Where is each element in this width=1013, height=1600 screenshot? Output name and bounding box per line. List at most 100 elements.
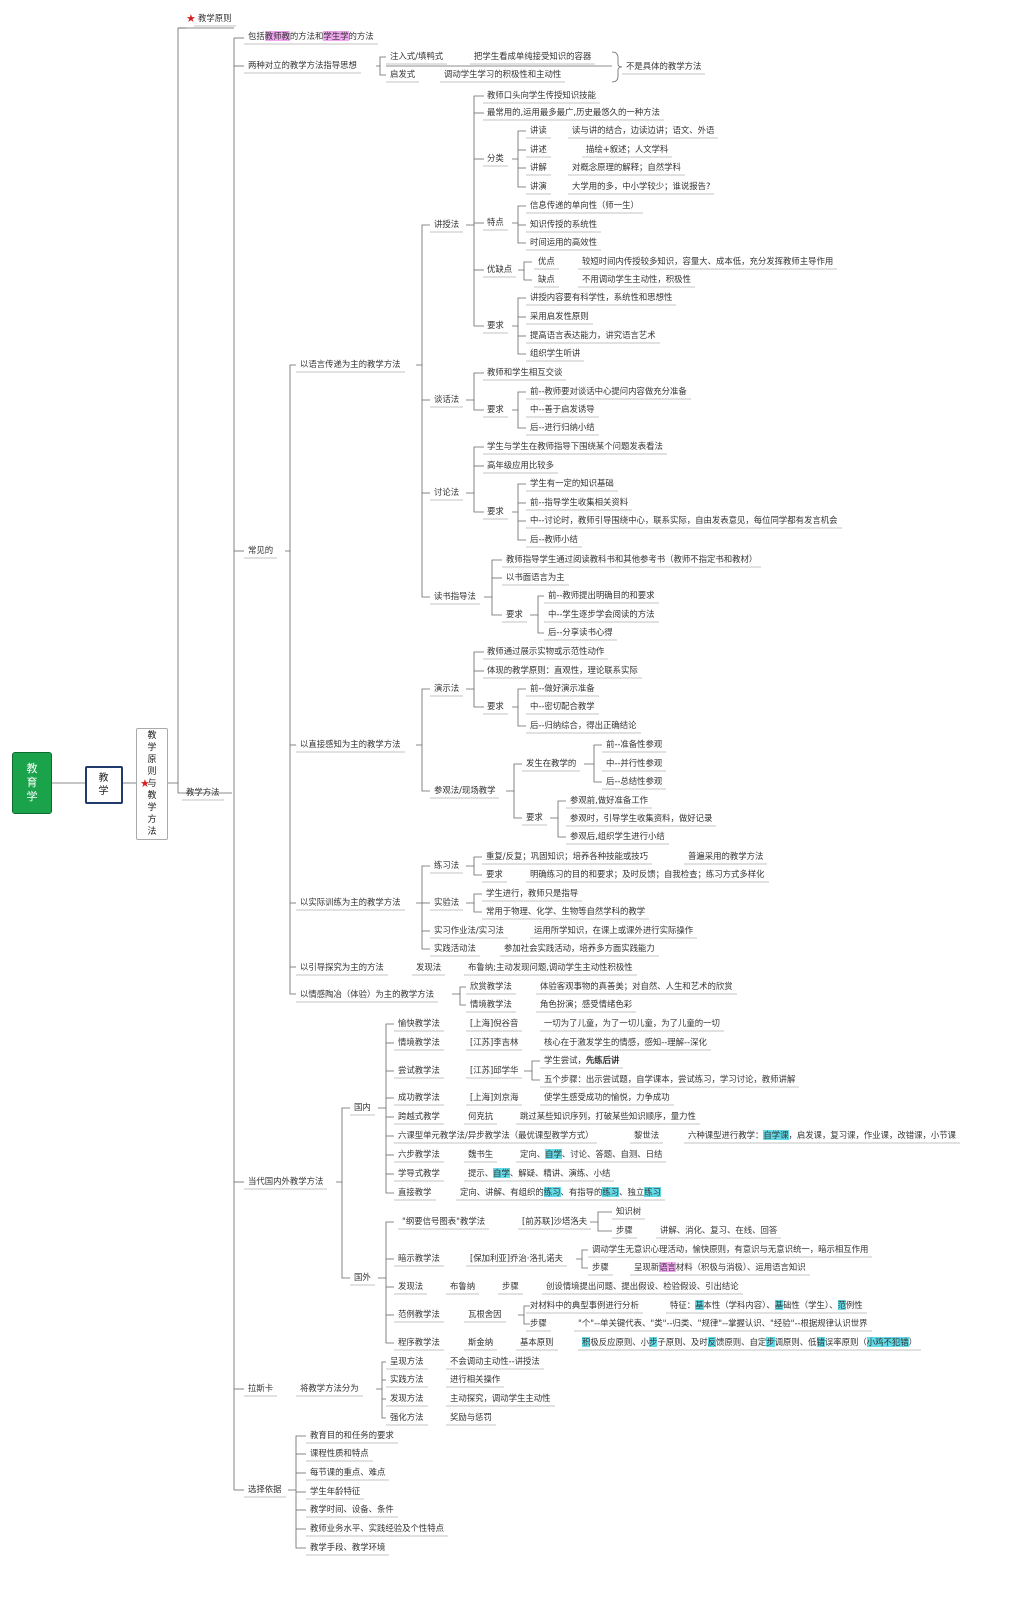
requirement: 中--善于启发诱导: [530, 404, 595, 414]
assignment-desc: 运用所学知识，在课上或课外进行实际操作: [534, 925, 694, 935]
reading-label[interactable]: 读书指导法: [434, 591, 476, 601]
node-teaching[interactable]: 教学: [85, 766, 123, 804]
pro-name: 优点: [538, 256, 555, 266]
demo-label[interactable]: 演示法: [434, 683, 460, 693]
lecture-req-label[interactable]: 要求: [487, 320, 504, 330]
lasika-method[interactable]: 发现方法: [390, 1393, 424, 1403]
basis-item: 课程性质和特点: [310, 1448, 369, 1458]
ideology-label[interactable]: 两种对立的教学方法指导思想: [248, 60, 357, 70]
emotion-method[interactable]: 欣赏教学法: [470, 981, 512, 991]
method-name[interactable]: 范例教学法: [398, 1309, 440, 1319]
lasika-desc: 奖励与惩罚: [450, 1412, 492, 1422]
inquiry-method[interactable]: 发现法: [416, 962, 442, 972]
method-name[interactable]: 暗示教学法: [398, 1253, 440, 1263]
lasika-method[interactable]: 呈现方法: [390, 1356, 424, 1366]
exercise-note: 普遍采用的教学方法: [688, 851, 764, 861]
branch-modern[interactable]: 当代国内外教学方法: [248, 1176, 324, 1186]
method-name[interactable]: 程序教学法: [398, 1337, 440, 1347]
ideology-desc: 把学生看成单纯接受知识的容器: [474, 51, 592, 61]
inquiry-label[interactable]: 以引导探究为主的方法: [300, 962, 384, 972]
method-steps-label[interactable]: 步骤: [530, 1318, 547, 1328]
con-name: 缺点: [538, 274, 555, 284]
requirement: 后--进行归纳小结: [530, 422, 595, 432]
lecture-types-label[interactable]: 分类: [487, 153, 504, 163]
requirement: 学生有一定的知识基础: [530, 478, 614, 488]
feature: 时间运用的高效性: [530, 237, 597, 247]
assignment-label[interactable]: 实习作业法/实习法: [434, 925, 504, 935]
method-name[interactable]: 六课型单元教学法/异步教学法（最优课型教学方式）: [398, 1130, 594, 1140]
exercise-req-label[interactable]: 要求: [486, 869, 503, 879]
type-name: 讲解: [530, 162, 547, 172]
method-desc: 六种课型进行教学：自学课，启发课，复习课，作业课，改错课，小节课: [688, 1130, 956, 1140]
branch-principle[interactable]: 教学原则: [198, 13, 232, 23]
method-name[interactable]: 愉快教学法: [398, 1018, 440, 1028]
method-desc: 呈现新语言材料（积极与消极）、运用语言知识: [634, 1262, 806, 1272]
node-principle-method[interactable]: 教学原则与教学方法: [136, 728, 168, 840]
visit-label[interactable]: 参观法/现场教学: [434, 785, 496, 795]
method-desc: 跳过某些知识序列，打破某些知识顺序，量力性: [520, 1111, 696, 1121]
root-node[interactable]: 教育学: [12, 752, 52, 814]
method-desc: 一切为了儿童，为了一切儿童，为了儿童的一切: [544, 1018, 720, 1028]
method-steps-label[interactable]: 步骤: [592, 1262, 609, 1272]
discuss-req-label[interactable]: 要求: [487, 506, 504, 516]
method-principle-label[interactable]: 基本原则: [520, 1337, 554, 1347]
method-steps-label[interactable]: 步骤: [616, 1225, 633, 1235]
emotion-label[interactable]: 以情感陶冶（体验）为主的教学方法: [300, 989, 434, 999]
branch-lasika[interactable]: 拉斯卡: [248, 1383, 274, 1393]
lecture-pros-label[interactable]: 优缺点: [487, 264, 513, 274]
method-author: [保加利亚]乔治·洛扎诺夫: [470, 1253, 563, 1263]
language-label[interactable]: 以语言传递为主的教学方法: [300, 359, 401, 369]
ideology-note: 不是具体的教学方法: [626, 61, 702, 71]
method-author: 何克抗: [468, 1111, 494, 1121]
reading-req-label[interactable]: 要求: [506, 609, 523, 619]
branch-method[interactable]: 教学方法: [186, 787, 220, 797]
method-name[interactable]: 学导式教学: [398, 1168, 440, 1178]
domestic-label[interactable]: 国内: [354, 1102, 371, 1112]
star-icon: ★: [186, 12, 196, 25]
requirement: 参观前,做好准备工作: [570, 795, 649, 805]
method-name[interactable]: 六步教学法: [398, 1149, 440, 1159]
foreign-label[interactable]: 国外: [354, 1272, 371, 1282]
method-steps-label[interactable]: 步骤: [502, 1281, 519, 1291]
method-name[interactable]: 跨越式教学: [398, 1111, 440, 1121]
lecture-features-label[interactable]: 特点: [487, 217, 504, 227]
method-name[interactable]: 发现法: [398, 1281, 424, 1291]
branch-common[interactable]: 常见的: [248, 545, 274, 555]
intro-line: 包括教师教的方法和学生学的方法: [248, 31, 374, 41]
discuss-label[interactable]: 讨论法: [434, 487, 460, 497]
method-author: 魏书生: [468, 1149, 494, 1159]
demo-req-label[interactable]: 要求: [487, 701, 504, 711]
visit-when-label[interactable]: 发生在教学的: [526, 758, 577, 768]
method-name[interactable]: 成功教学法: [398, 1092, 440, 1102]
perception-label[interactable]: 以直接感知为主的教学方法: [300, 739, 401, 749]
exercise-label[interactable]: 练习法: [434, 860, 460, 870]
lasika-desc: 不会调动主动性--讲授法: [450, 1356, 540, 1366]
type-name: 讲述: [530, 144, 547, 154]
experiment-label[interactable]: 实验法: [434, 897, 460, 907]
method-desc: 使学生感受成功的愉悦，力争成功: [544, 1092, 670, 1102]
basis-item: 教育目的和任务的要求: [310, 1430, 394, 1440]
method-name[interactable]: 尝试教学法: [398, 1065, 440, 1075]
method-name[interactable]: "纲要信号图表"教学法: [402, 1216, 486, 1226]
lasika-method[interactable]: 实践方法: [390, 1374, 424, 1384]
method-name[interactable]: 直接教学: [398, 1187, 432, 1197]
branch-basis[interactable]: 选择依据: [248, 1484, 282, 1494]
lasika-label[interactable]: 将教学方法分为: [300, 1383, 359, 1393]
practice-label[interactable]: 以实际训练为主的教学方法: [300, 897, 401, 907]
method-desc: 五个步骤：出示尝试题，自学课本，尝试练习，学习讨论，教师讲解: [544, 1074, 796, 1084]
activity-label[interactable]: 实践活动法: [434, 943, 476, 953]
method-author: [上海]倪谷音: [470, 1018, 519, 1028]
method-desc: 讲解、消化、复习、在线、回答: [660, 1225, 778, 1235]
emotion-method[interactable]: 情境教学法: [470, 999, 512, 1009]
lecture-label[interactable]: 讲授法: [434, 219, 460, 229]
visit-req-label[interactable]: 要求: [526, 812, 543, 822]
talk-req-label[interactable]: 要求: [487, 404, 504, 414]
requirement: 后--分享读书心得: [548, 627, 613, 637]
method-author: [前苏联]沙塔洛夫: [522, 1216, 588, 1226]
talk-def: 教师和学生相互交谈: [487, 367, 563, 377]
lasika-method[interactable]: 强化方法: [390, 1412, 424, 1422]
talk-label[interactable]: 谈话法: [434, 394, 460, 404]
requirement: 前--教师提出明确目的和要求: [548, 590, 655, 600]
method-name[interactable]: 情境教学法: [398, 1037, 440, 1047]
